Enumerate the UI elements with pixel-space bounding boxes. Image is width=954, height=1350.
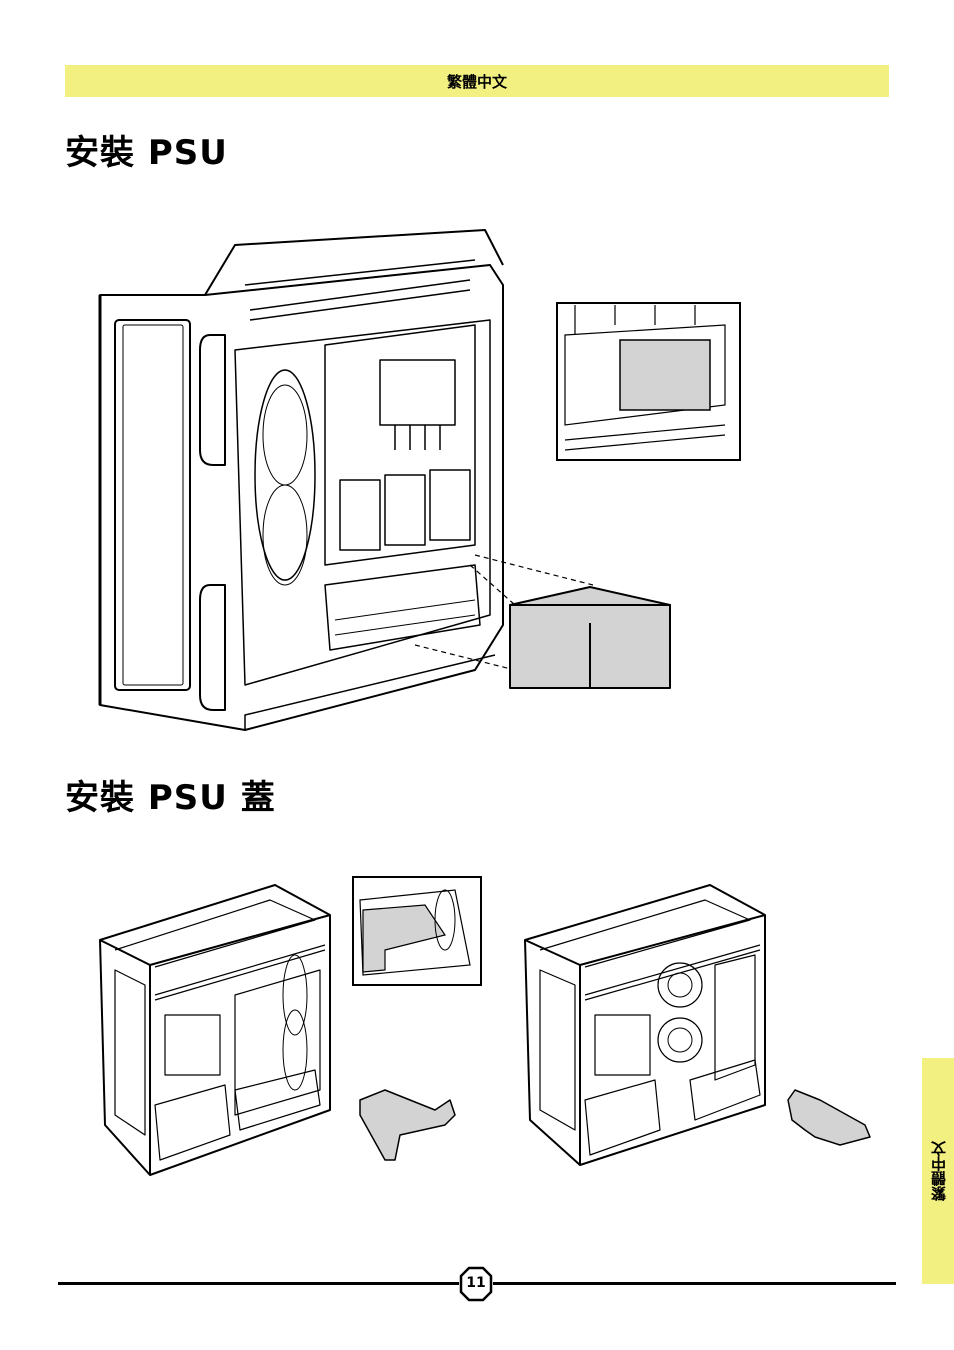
psu-cover-install-right-illustration <box>520 875 880 1170</box>
language-label: 繁體中文 <box>447 71 507 92</box>
side-tab-label: 繁體中文 <box>928 1141 949 1201</box>
psu-cover-install-left-illustration <box>95 875 485 1180</box>
section-title-install-psu-cover: 安裝 PSU 蓋 <box>65 770 276 819</box>
language-banner: 繁體中文 <box>65 65 889 97</box>
footer-rule-right <box>493 1282 896 1285</box>
footer-rule-left <box>58 1282 459 1285</box>
psu-install-illustration <box>95 225 745 735</box>
page-number-badge: 11 <box>459 1266 493 1302</box>
section-title-install-psu: 安裝 PSU <box>65 125 228 174</box>
page-number: 11 <box>459 1275 493 1291</box>
language-side-tab: 繁體中文 <box>922 1058 954 1284</box>
